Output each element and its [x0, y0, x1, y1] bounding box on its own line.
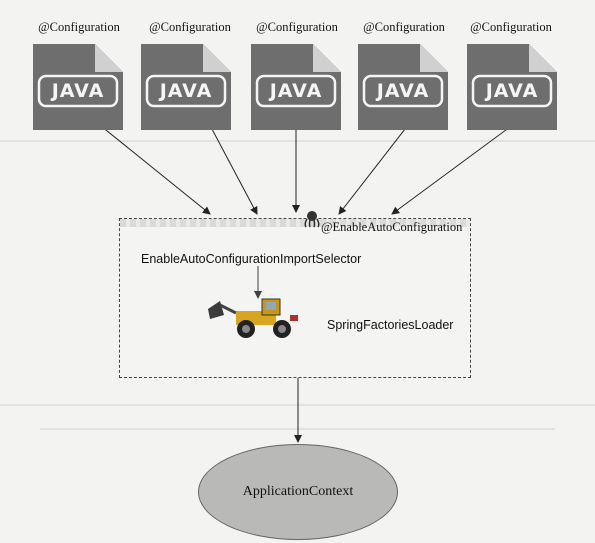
java-file-icon: JAVA	[33, 44, 123, 130]
configuration-annotation: @Configuration	[363, 20, 445, 34]
configuration-annotation: @Configuration	[256, 20, 338, 34]
container-top-bleed	[120, 219, 470, 227]
java-file-icon: JAVA	[141, 44, 231, 130]
java-file-icon: JAVA	[467, 44, 557, 130]
enable-auto-configuration-label: @EnableAutoConfiguration	[321, 220, 463, 234]
auto-configuration-container	[119, 218, 471, 378]
configuration-annotation: @Configuration	[470, 20, 552, 34]
arrow-doc4	[338, 119, 413, 215]
arrow-doc1	[95, 121, 211, 215]
configuration-annotation: @Configuration	[149, 20, 231, 34]
application-context-label: ApplicationContext	[242, 484, 354, 499]
octopus-icon	[304, 211, 320, 228]
java-file-icon: JAVA	[358, 44, 448, 130]
background-bleed	[0, 140, 595, 142]
arrow-doc2	[203, 113, 258, 215]
application-context-node: ApplicationContext	[198, 444, 398, 540]
arrow-doc5	[391, 123, 515, 215]
configuration-annotation: @Configuration	[38, 20, 120, 34]
java-file-icon: JAVA	[251, 44, 341, 130]
import-selector-label: EnableAutoConfigurationImportSelector	[141, 252, 362, 266]
spring-factories-loader-label: SpringFactoriesLoader	[327, 318, 454, 332]
front-loader-icon	[208, 298, 298, 338]
